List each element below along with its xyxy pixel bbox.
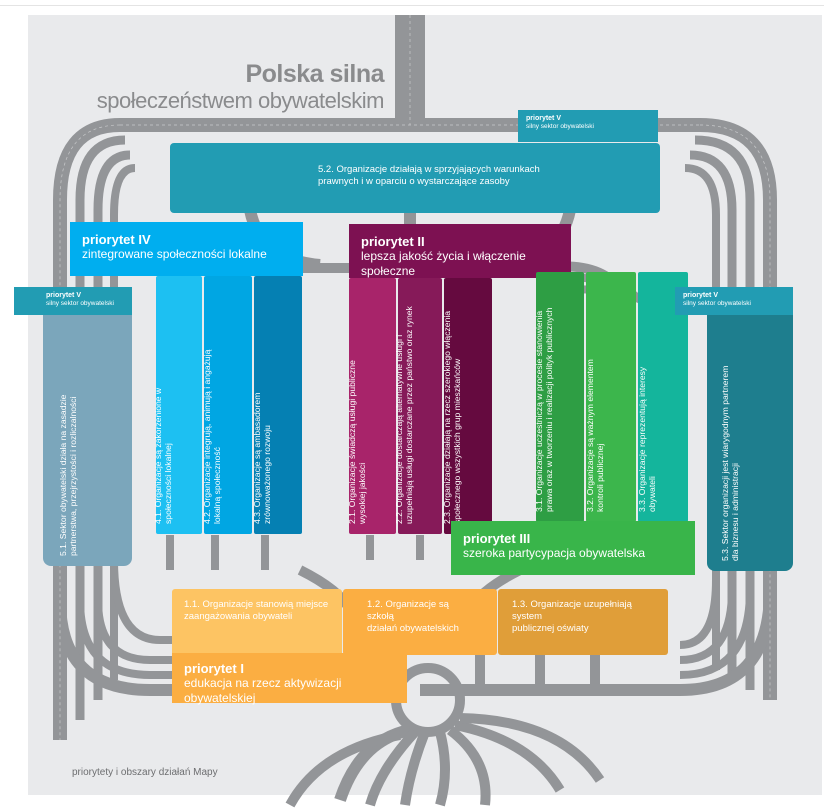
area-5-2-line2: prawnych i w oparciu o wystarczające zas…	[318, 176, 510, 187]
footer-caption: priorytety i obszary działań Mapy	[72, 767, 218, 778]
area-2-2-line2: uzupełniają usługi dostarczane przez pań…	[404, 306, 414, 524]
area-1-3-line2: publicznej oświaty	[512, 623, 589, 634]
priority-5-left-label[interactable]: priorytet V silny sektor obywatelski	[14, 287, 132, 315]
priority-5-label: priorytet V	[526, 115, 562, 122]
priority-4-header[interactable]: priorytet IV zintegrowane społeczności l…	[70, 222, 303, 276]
priority-5-name: silny sektor obywatelski	[526, 123, 594, 130]
area-1-2[interactable]: 1.2. Organizacje są szkołą działań obywa…	[343, 589, 497, 655]
priority-2-header[interactable]: priorytet II lepsza jakość życia i włącz…	[349, 224, 571, 278]
area-1-3[interactable]: 1.3. Organizacje uzupełniają system publ…	[498, 589, 668, 655]
area-1-2-line1: 1.2. Organizacje są szkołą	[367, 599, 449, 622]
priority-3-header[interactable]: priorytet III szeroka partycypacja obywa…	[451, 521, 695, 575]
area-3-1-line1: 3.1. Organizacje uczestniczą w procesie …	[534, 310, 544, 512]
priority-5-left-name: silny sektor obywatelski	[46, 300, 114, 307]
area-2-2[interactable]: 2.2. Organizacje dostarczają alternatywn…	[394, 278, 442, 534]
area-5-2[interactable]: 5.2. Organizacje działają w sprzyjającyc…	[170, 143, 660, 213]
area-3-1-line2: prawa oraz w tworzeniu i realizacji poli…	[544, 307, 554, 512]
area-3-1[interactable]: 3.1. Organizacje uczestniczą w procesie …	[534, 272, 584, 522]
area-4-2[interactable]: 4.2. Organizacje integrują, animują i an…	[202, 276, 252, 534]
priority-2-name: lepsza jakość życia i włączenie społeczn…	[361, 249, 526, 278]
priority-5-right-label[interactable]: priorytet V silny sektor obywatelski	[675, 287, 793, 315]
area-1-1[interactable]: 1.1. Organizacje stanowią miejsce zaanga…	[172, 589, 342, 659]
area-4-2-line2: lokalną społeczność	[212, 447, 222, 524]
area-5-1-line1: 5.1. Sektor obywatelski działa na zasadz…	[57, 394, 68, 556]
area-2-1[interactable]: 2.1. Organizacje świadczą usługi publicz…	[346, 278, 396, 534]
area-4-3-line1: 4.3. Organizacje są ambasadorem	[252, 392, 262, 524]
area-5-1-line2: partnerstwa, przejrzystości i rozliczaln…	[67, 396, 78, 556]
area-5-3-line1: 5.3. Sektor organizacji jest wiarygodnym…	[720, 365, 730, 561]
area-1-1-line2: zaangażowania obywateli	[184, 611, 293, 622]
priority-1-header[interactable]: priorytet I edukacja na rzecz aktywizacj…	[172, 653, 407, 705]
area-2-1-line2: wysokiej jakości	[356, 462, 367, 524]
area-5-3[interactable]: 5.3. Sektor organizacji jest wiarygodnym…	[707, 315, 793, 571]
area-3-3-line2: obywateli	[647, 476, 657, 512]
priority-3-name: szeroka partycypacja obywatelska	[463, 546, 646, 560]
priority-5-right-name: silny sektor obywatelski	[683, 300, 751, 307]
area-5-1[interactable]: 5.1. Sektor obywatelski działa na zasadz…	[43, 315, 132, 566]
area-4-1-line1: 4.1. Organizacje są zakorzenione w	[153, 387, 163, 524]
area-4-1-line2: społeczności lokalnej	[163, 443, 173, 524]
top-divider	[0, 5, 824, 6]
priority-5-right-label-text: priorytet V	[683, 292, 719, 299]
area-1-1-line1: 1.1. Organizacje stanowią miejsce	[184, 599, 329, 610]
area-2-3-line2: społecznego wszystkich grup mieszkańców	[452, 358, 462, 524]
priority-1-label: priorytet I	[184, 661, 244, 676]
priority-4-name: zintegrowane społeczności lokalne	[82, 247, 267, 261]
priority-5-top-label[interactable]: priorytet V silny sektor obywatelski	[518, 110, 658, 142]
area-1-3-line1: 1.3. Organizacje uzupełniają system	[512, 599, 632, 622]
priority-5-left-label-text: priorytet V	[46, 292, 82, 299]
area-2-3[interactable]: 2.3. Organizacje działają na rzecz szero…	[442, 278, 492, 534]
area-2-2-line1: 2.2. Organizacje dostarczają alternatywn…	[394, 334, 404, 524]
map-title: Polska silna	[245, 60, 384, 88]
area-2-3-line1: 2.3. Organizacje działają na rzecz szero…	[442, 310, 452, 524]
area-4-3-line2: zrównoważonego rozwoju	[262, 425, 272, 524]
area-3-2-line2: kontroli publicznej	[595, 443, 605, 512]
area-5-3-line2: dla biznesu i administracji	[730, 463, 740, 561]
map-subtitle: społeczeństwem obywatelskim	[96, 88, 385, 113]
priority-3-label: priorytet III	[463, 531, 531, 546]
priority-1-name: edukacja na rzecz aktywizacji obywatelsk…	[184, 676, 342, 705]
area-5-2-line1: 5.2. Organizacje działają w sprzyjającyc…	[318, 164, 540, 175]
priority-4-label: priorytet IV	[82, 232, 151, 247]
priority-2-label: priorytet II	[361, 234, 425, 249]
area-1-2-line2: działań obywatelskich	[367, 623, 459, 634]
area-4-2-line1: 4.2. Organizacje integrują, animują i an…	[202, 349, 212, 524]
area-3-3-line1: 3.3. Organizacje reprezentują interesy	[637, 366, 647, 512]
area-2-1-line1: 2.1. Organizacje świadczą usługi publicz…	[346, 360, 357, 524]
area-3-2-line1: 3.2. Organizacje są ważnym elementem	[585, 359, 595, 512]
